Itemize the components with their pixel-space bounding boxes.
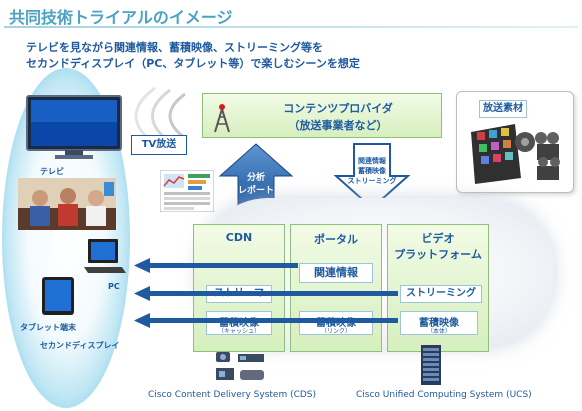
broadcast-material-box: 放送素材 — [456, 91, 574, 193]
device-highlight — [2, 68, 130, 408]
services-arrow — [334, 143, 410, 210]
video-platform-header-2: プラットフォーム — [394, 248, 482, 261]
portal-related-chip: 関連情報 — [299, 263, 373, 283]
cdn-header: CDN — [225, 231, 253, 244]
page-title: 共同技術トライアルのイメージ — [9, 8, 233, 27]
antenna-icon — [214, 104, 230, 133]
provider-title: コンテンツプロバイダ — [283, 102, 393, 115]
pc-label: PC — [108, 282, 120, 291]
broadcast-material-label: 放送素材 — [479, 100, 527, 118]
portal-stored-label: 蓄積映像 — [316, 318, 356, 329]
description: テレビを見ながら関連情報、蓄積映像、ストリーミング等を セカンドディスプレイ（P… — [26, 40, 386, 72]
viewers-photo — [18, 178, 116, 230]
arrow-stored-to-tablet — [134, 313, 398, 328]
arrow-related-to-pc — [134, 258, 298, 273]
pc-icon — [84, 239, 126, 273]
portal-panel: ポータル 関連情報 蓄積映像 （リンク） — [290, 224, 382, 352]
title-divider — [4, 26, 578, 28]
tv-icon — [26, 95, 122, 159]
ucs-server-icon — [421, 345, 441, 385]
cds-caption: Cisco Content Delivery System (CDS) — [148, 390, 317, 400]
services-label-2: 蓄積映像 — [358, 167, 386, 175]
video-platform-header-1: ビデオ — [421, 232, 455, 245]
video-stored-chip: 蓄積映像 （本体） — [400, 311, 478, 335]
analysis-report-thumbnail — [160, 170, 214, 212]
film-camera-icon — [471, 124, 560, 184]
tv-broadcast-label: TV放送 — [131, 135, 187, 155]
analysis-report-label-1: 分析 — [246, 173, 265, 183]
portal-stored-sublabel: （リンク） — [320, 328, 351, 335]
services-label-1: 関連情報 — [358, 157, 386, 165]
content-provider-box: コンテンツプロバイダ （放送事業者など） — [202, 93, 442, 138]
second-display-label: セカンドディスプレイ — [40, 341, 120, 350]
analysis-report-label-2: レポート — [237, 186, 274, 196]
ucs-caption: Cisco Unified Computing System (UCS) — [356, 390, 532, 400]
cdn-stored-sublabel: （キャッシュ） — [217, 328, 260, 335]
services-label-3: ストリーミング — [347, 177, 397, 185]
cdn-stored-label: 蓄積映像 — [219, 318, 259, 329]
tablet-label: タブレット端末 — [20, 323, 76, 332]
tv-label: テレビ — [40, 167, 64, 176]
video-stored-label: 蓄積映像 — [419, 318, 459, 329]
video-stored-sublabel: （本体） — [426, 328, 451, 335]
cds-hardware-icon — [216, 352, 264, 380]
description-line-2: セカンドディスプレイ（PC、タブレット等）で楽しむシーンを想定 — [26, 57, 360, 70]
tablet-icon — [42, 277, 74, 315]
provider-subtitle: （放送事業者など） — [288, 119, 388, 132]
description-line-1: テレビを見ながら関連情報、蓄積映像、ストリーミング等を — [26, 41, 323, 54]
arrow-streaming-to-tablet — [134, 286, 398, 301]
portal-header: ポータル — [314, 233, 358, 246]
video-streaming-chip: ストリーミング — [400, 285, 482, 303]
